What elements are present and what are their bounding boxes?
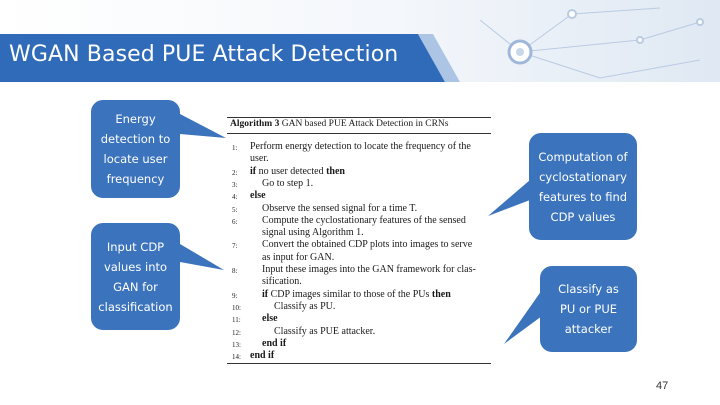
line-content: no user detected (258, 165, 324, 177)
line-number: 4: (232, 193, 238, 202)
line-text: Classify as PU. (274, 301, 335, 312)
line-number: 11: (232, 316, 241, 325)
line-content: as input for GAN. (262, 251, 335, 263)
callout-line: PU or PUE (559, 302, 618, 316)
algorithm-top-rule (227, 117, 491, 118)
header-banner: WGAN Based PUE Attack Detection (0, 0, 720, 82)
line-content: Go to step 1. (262, 177, 314, 189)
line-text: end if (262, 338, 286, 349)
line-content: Perform energy detection to locate the f… (250, 141, 471, 152)
line-text: sification. (262, 276, 302, 287)
line-text: else (262, 313, 278, 324)
line-text: Observe the sensed signal for a time T. (262, 203, 417, 214)
callout-line: classification (98, 299, 173, 314)
line-content: signal using Algorithm 1. (262, 227, 364, 239)
line-number: 12: (232, 328, 241, 337)
callout-input-cdp: Input CDP values into GAN for classifica… (89, 221, 182, 332)
callout-tail (488, 180, 530, 216)
keyword: end if (250, 350, 275, 362)
line-number: 7: (232, 242, 238, 251)
line-number: 3: (232, 180, 238, 189)
callout-line: Classify as (558, 282, 619, 296)
line-number: 13: (232, 340, 241, 349)
callout-tail (180, 244, 224, 270)
callout-line: Input CDP (106, 239, 165, 254)
callout-line: frequency (106, 172, 165, 186)
callout-line: detection to (100, 132, 171, 146)
banner-graphic (0, 0, 720, 82)
line-text: as input for GAN. (262, 252, 334, 263)
line-content: sification. (262, 276, 302, 288)
line-text: Go to step 1. (262, 178, 313, 189)
keyword: then (431, 288, 451, 300)
line-text: signal using Algorithm 1. (262, 227, 364, 238)
line-content: Observe the sensed signal for a time T. (262, 202, 418, 214)
callout-line: Energy (115, 112, 156, 126)
callout-tail (504, 290, 542, 344)
line-text: Compute the cyclostationary features of … (262, 215, 466, 226)
keyword: else (262, 313, 278, 325)
title-bar-shape (0, 34, 445, 82)
callout-tail (180, 114, 226, 138)
line-number: 10: (232, 303, 241, 312)
keyword: else (250, 190, 266, 202)
line-content: Input these images into the GAN framewor… (262, 264, 476, 275)
line-text: Convert the obtained CDP plots into imag… (262, 239, 472, 250)
page-number: 47 (656, 380, 669, 392)
line-text: if CDP images similar to those of the PU… (262, 289, 451, 300)
callout-line: cyclostationary (539, 169, 627, 184)
line-text: Perform energy detection to locate the f… (250, 141, 471, 152)
line-number: 8: (232, 267, 238, 275)
algorithm-box: Algorithm 3 GAN based PUE Attack Detecti… (227, 115, 491, 365)
line-number: 9: (232, 291, 238, 300)
line-content: user. (250, 153, 269, 165)
keyword: then (326, 165, 345, 177)
line-text: if no user detected then (250, 166, 345, 177)
algorithm-caption: Algorithm 3 GAN based PUE Attack Detecti… (230, 119, 448, 129)
line-text: else (250, 190, 266, 201)
line-text: end if (250, 350, 274, 361)
algorithm-caption-rule (227, 133, 491, 134)
line-number: 1: (232, 144, 238, 152)
callout-line: locate user (103, 152, 168, 166)
line-number: 14: (232, 353, 241, 362)
line-content: CDP images similar to those of the PUs (270, 288, 430, 300)
callout-line: CDP values (550, 209, 616, 224)
callout-line: Computation of (538, 149, 628, 164)
algorithm-caption-text: GAN based PUE Attack Detection in CRNs (281, 119, 449, 129)
line-text: Input these images into the GAN framewor… (262, 264, 476, 275)
keyword: end if (262, 337, 287, 349)
line-number: 2: (232, 168, 238, 177)
algorithm-bottom-rule (227, 363, 491, 364)
line-content: Compute the cyclostationary features of … (262, 214, 466, 226)
line-text: Classify as PUE attacker. (274, 326, 375, 337)
line-number: 6: (232, 217, 238, 226)
callout-line: GAN for (113, 279, 158, 294)
line-text: user. (250, 153, 269, 164)
keyword: if (250, 165, 257, 177)
callout-classify: Classify as PU or PUE attacker (538, 264, 639, 354)
algorithm-label: Algorithm 3 (230, 119, 280, 129)
line-content: Classify as PU. (274, 300, 336, 312)
callout-computation: Computation of cyclostationary features … (527, 131, 639, 242)
callout-line: attacker (564, 322, 613, 336)
line-number: 5: (232, 205, 238, 214)
callout-energy-detection: Energy detection to locate user frequenc… (89, 98, 182, 200)
line-content: Classify as PUE attacker. (274, 325, 376, 337)
callout-line: values into (103, 259, 168, 274)
callout-line: features to find (538, 189, 628, 204)
slide-title: WGAN Based PUE Attack Detection (9, 42, 399, 67)
keyword: if (262, 288, 269, 300)
line-content: Convert the obtained CDP plots into imag… (262, 239, 473, 251)
